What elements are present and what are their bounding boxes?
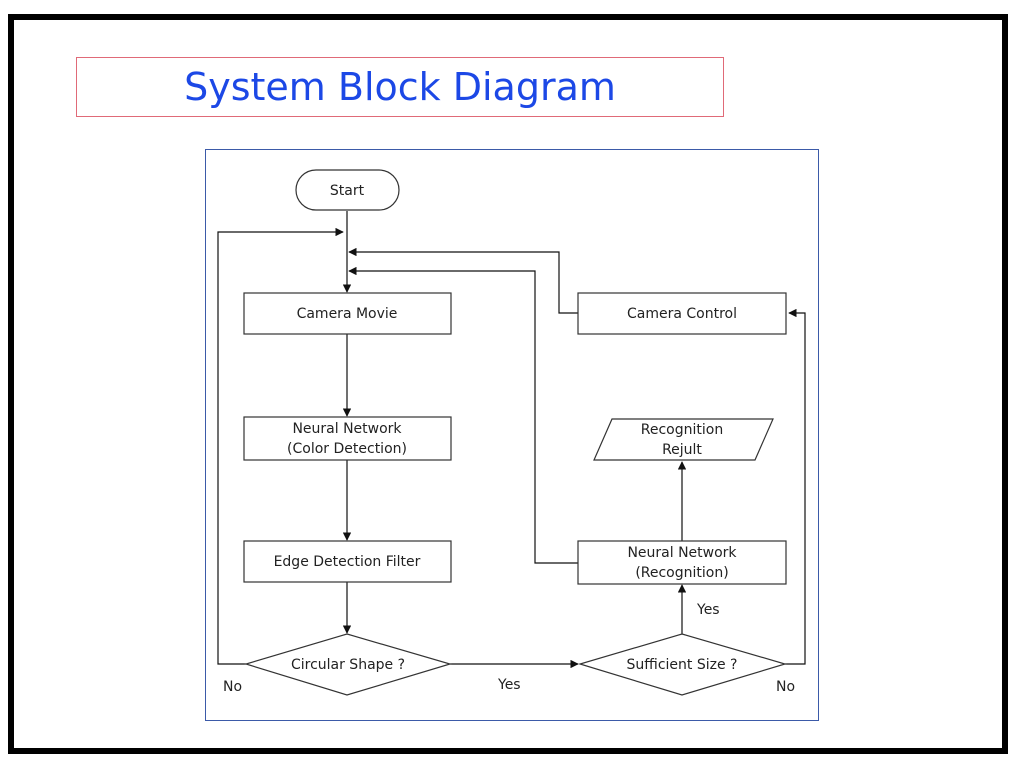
label-circular-shape: Circular Shape ?: [291, 657, 405, 673]
node-camera-movie: [243, 292, 452, 335]
connectors: [217, 211, 806, 669]
label-nn-color-1: Neural Network: [292, 421, 402, 437]
node-recognition-result: [593, 418, 774, 461]
label-nn-color-2: (Color Detection): [287, 441, 407, 457]
edge-nn-recog-loop: [348, 266, 578, 564]
node-start: [295, 169, 400, 211]
label-result-1: Recognition: [641, 422, 723, 438]
slide-frame: [8, 14, 1008, 754]
branch-label-no-right: No: [776, 679, 795, 695]
label-camera-control: Camera Control: [627, 306, 737, 322]
title-box: System Block Diagram: [76, 57, 724, 117]
node-camera-control: [577, 292, 787, 335]
page-title: System Block Diagram: [184, 65, 616, 109]
label-nn-recog-1: Neural Network: [627, 545, 737, 561]
label-result-2: Rejult: [662, 442, 702, 458]
edge-size-no: [785, 308, 806, 665]
node-circular-shape: [243, 633, 453, 696]
branch-label-no-left: No: [223, 679, 242, 695]
node-nn-recognition: [577, 540, 787, 585]
edge-circular-no-loop: [217, 227, 344, 665]
node-nn-color: [243, 416, 452, 461]
node-sufficient-size: [577, 633, 788, 696]
branch-label-yes-mid: Yes: [497, 677, 521, 693]
node-edge-filter: [243, 540, 452, 583]
edge-camera-control-loop: [348, 247, 578, 314]
branch-label-yes-up: Yes: [696, 602, 720, 618]
diagram-panel: [205, 149, 819, 721]
label-sufficient-size: Sufficient Size ?: [627, 657, 738, 673]
label-camera-movie: Camera Movie: [297, 306, 398, 322]
label-edge-filter: Edge Detection Filter: [274, 554, 421, 570]
label-nn-recog-2: (Recognition): [635, 565, 728, 581]
label-start: Start: [330, 183, 365, 199]
